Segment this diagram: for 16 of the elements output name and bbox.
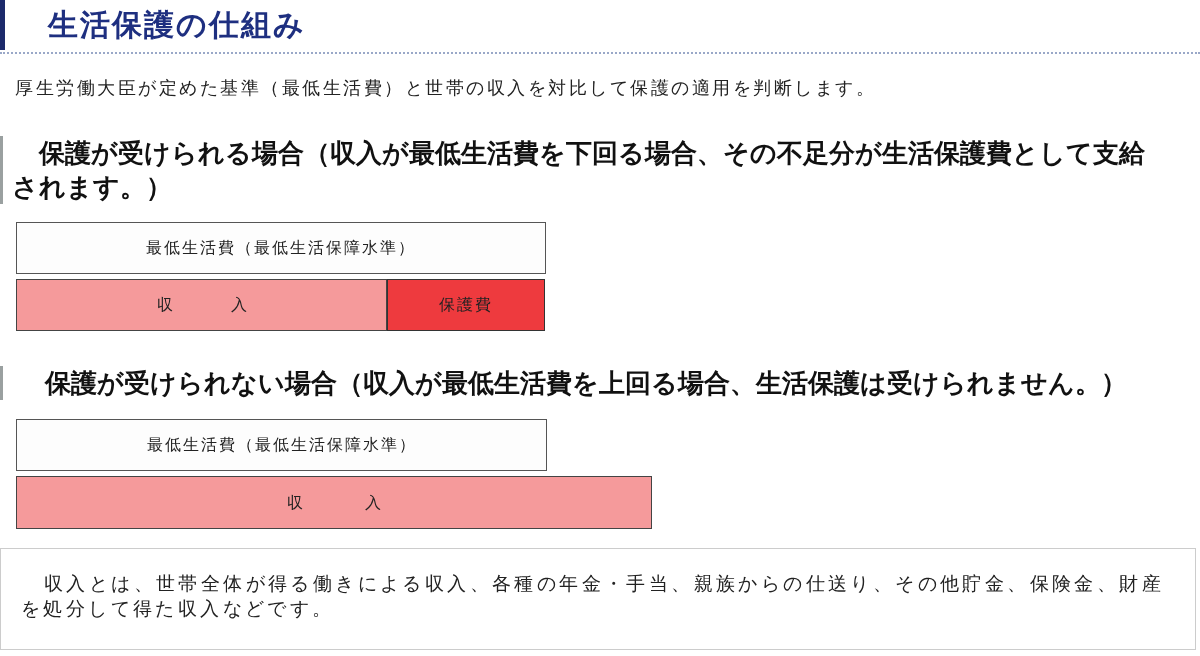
bar-label: 最低生活費（最低生活保障水準） [146,435,417,455]
income-bar [16,476,652,529]
note-box [0,548,1196,650]
income-bar [16,279,387,331]
section-heading: 保護が受けられない場合（収入が最低生活費を上回る場合、生活保護は受けられません。） [0,366,1158,400]
intro-text: 厚生労働大臣が定めた基準（最低生活費）と世帯の収入を対比して保護の適用を判断します。 [15,76,876,100]
section-heading: 保護が受けられる場合（収入が最低生活費を下回る場合、その不足分が生活保護費として支給されます。） [0,136,1158,204]
assistance-bar [387,279,545,331]
bar-label: 最低生活費（最低生活保障水準） [146,238,416,258]
bar-label: 収入 [286,492,443,513]
bar-label: 収入 [155,295,305,315]
minimum-cost-bar [16,419,547,471]
minimum-cost-bar [16,222,546,274]
page-title: 生活保護の仕組み [48,7,306,43]
bar-label: 保護費 [439,295,493,315]
note-text: 収入とは、世帯全体が得る働きによる収入、各種の年金・手当、親族からの仕送り、その他貯金、保険金、財産を処分して得た収入などです。 [21,571,1165,621]
